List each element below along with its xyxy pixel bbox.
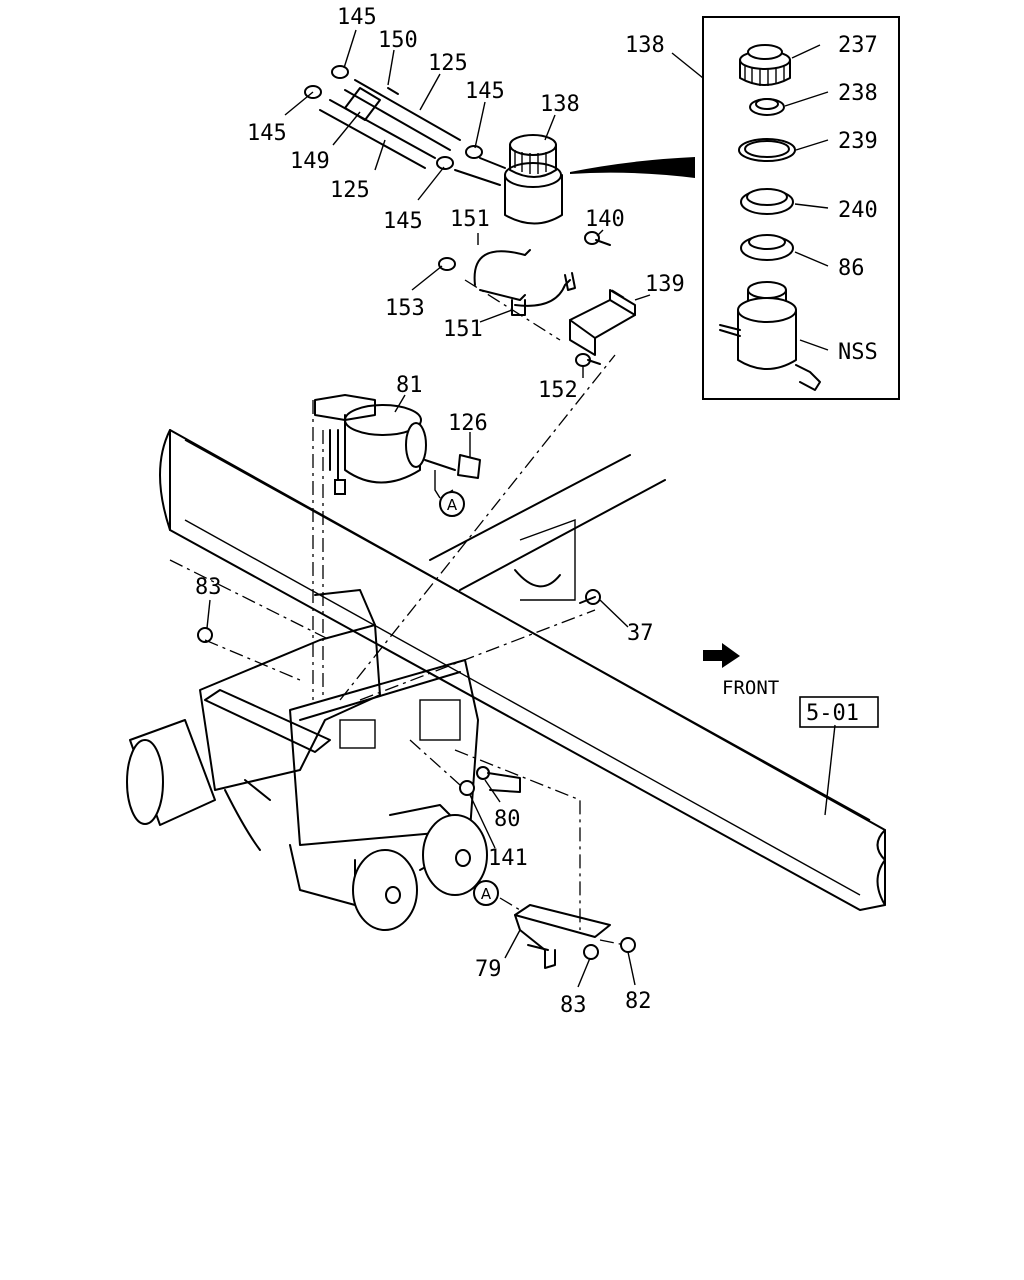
- pump-motor: [314, 394, 481, 499]
- page-ref-link[interactable]: 5-01: [806, 701, 859, 726]
- page-ref-box: [799, 696, 879, 728]
- callout-152: 152: [538, 378, 578, 403]
- front-arrow-icon: [703, 643, 740, 668]
- air-cylinders: [126, 719, 488, 931]
- callout-151: 151: [450, 207, 490, 232]
- svg-text:A: A: [447, 496, 458, 514]
- callout-153: 153: [385, 296, 425, 321]
- callout-139: 139: [645, 272, 685, 297]
- frame-rail: [159, 429, 886, 911]
- callout-145: 145: [247, 121, 287, 146]
- callout-149: 149: [290, 149, 330, 174]
- inset-exploded-cap: [702, 16, 900, 400]
- callout-150: 150: [378, 28, 418, 53]
- hose-clamp-icon: [436, 156, 454, 170]
- callout-79: 79: [475, 957, 502, 982]
- callout-140: 140: [585, 207, 625, 232]
- callout-145: 145: [337, 5, 377, 30]
- mounting-plates: [199, 589, 479, 846]
- callout-138: 138: [625, 33, 665, 58]
- nut-icon: [459, 780, 475, 796]
- callout-239: 239: [838, 129, 878, 154]
- front-label: FRONT: [722, 677, 779, 699]
- callout-145: 145: [383, 209, 423, 234]
- nut-icon: [197, 627, 213, 643]
- reservoir-tank: [504, 134, 695, 225]
- marker-a-upper: A: [439, 491, 465, 517]
- callout-238: 238: [838, 81, 878, 106]
- hose-clamp-icon: [465, 145, 483, 159]
- callout-145: 145: [465, 79, 505, 104]
- callout-240: 240: [838, 198, 878, 223]
- svg-text:A: A: [481, 885, 492, 903]
- bracket-79: [514, 904, 636, 969]
- callout-141: 141: [488, 846, 528, 871]
- nut-icon: [438, 257, 456, 271]
- nut-icon: [620, 937, 636, 953]
- callout-86: 86: [838, 256, 865, 281]
- callout-81: 81: [396, 373, 423, 398]
- hose-clamp-icon: [331, 65, 349, 79]
- reservoir-bracket: [438, 231, 636, 367]
- callout-80: 80: [494, 807, 521, 832]
- callout-83: 83: [560, 993, 587, 1018]
- callout-82: 82: [625, 989, 652, 1014]
- callout-151: 151: [443, 317, 483, 342]
- callout-138: 138: [540, 92, 580, 117]
- callout-37: 37: [627, 621, 654, 646]
- callout-237: 237: [838, 33, 878, 58]
- callout-126: 126: [448, 411, 488, 436]
- assembly-lines: [169, 279, 629, 946]
- leader-lines: [206, 29, 836, 988]
- bolt-icon: [584, 231, 600, 245]
- callout-nss: NSS: [838, 340, 878, 365]
- callout-83: 83: [195, 575, 222, 600]
- callout-125: 125: [330, 178, 370, 203]
- nut-icon: [583, 944, 599, 960]
- marker-a-lower: A: [473, 880, 499, 906]
- callout-125: 125: [428, 51, 468, 76]
